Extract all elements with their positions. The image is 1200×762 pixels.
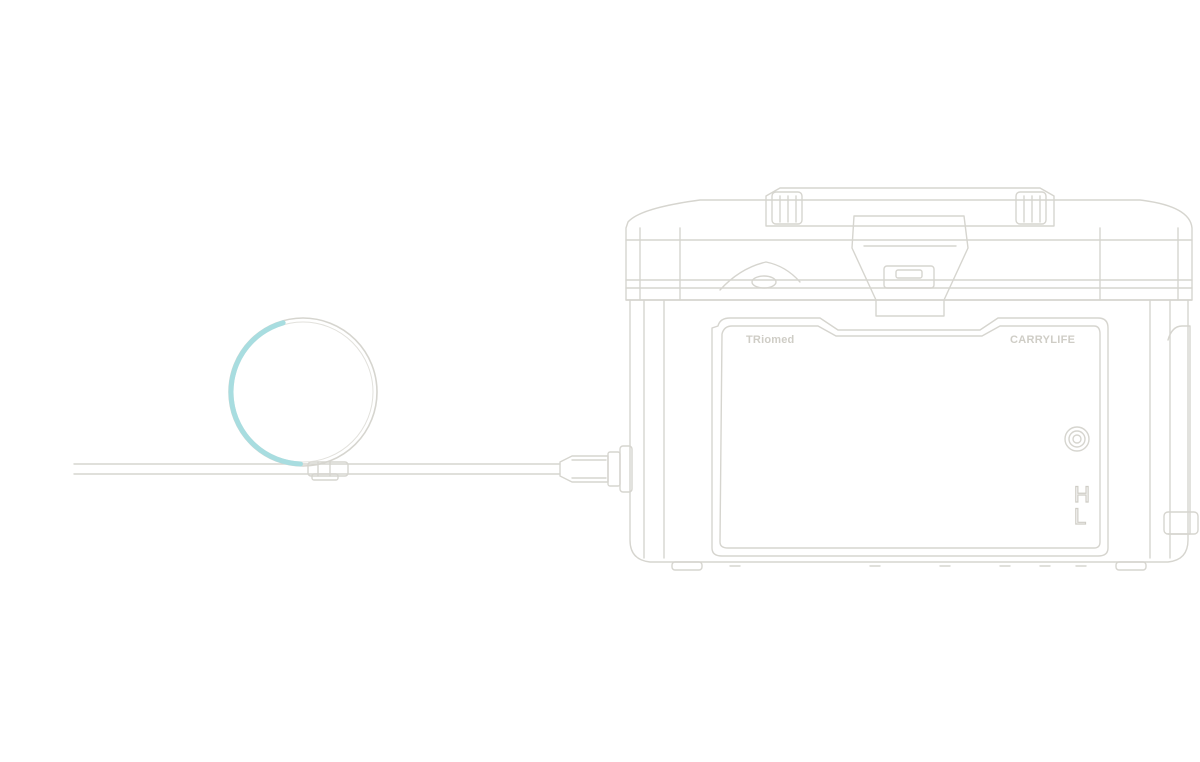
- tube-connector: [559, 445, 633, 493]
- side-mark-bottom: L: [1074, 504, 1086, 529]
- panel-button[interactable]: [1064, 426, 1090, 452]
- tube-line: [73, 463, 561, 475]
- display-panel: [711, 317, 1109, 557]
- device-body: [625, 187, 1199, 571]
- brand-right-label: CARRYLIFE: [1010, 334, 1075, 346]
- brand-left-label: TRiomed: [746, 334, 794, 346]
- tube-clamp: [307, 461, 349, 481]
- side-mark-top: H: [1074, 482, 1090, 507]
- progress-ring-fill: [228, 320, 303, 467]
